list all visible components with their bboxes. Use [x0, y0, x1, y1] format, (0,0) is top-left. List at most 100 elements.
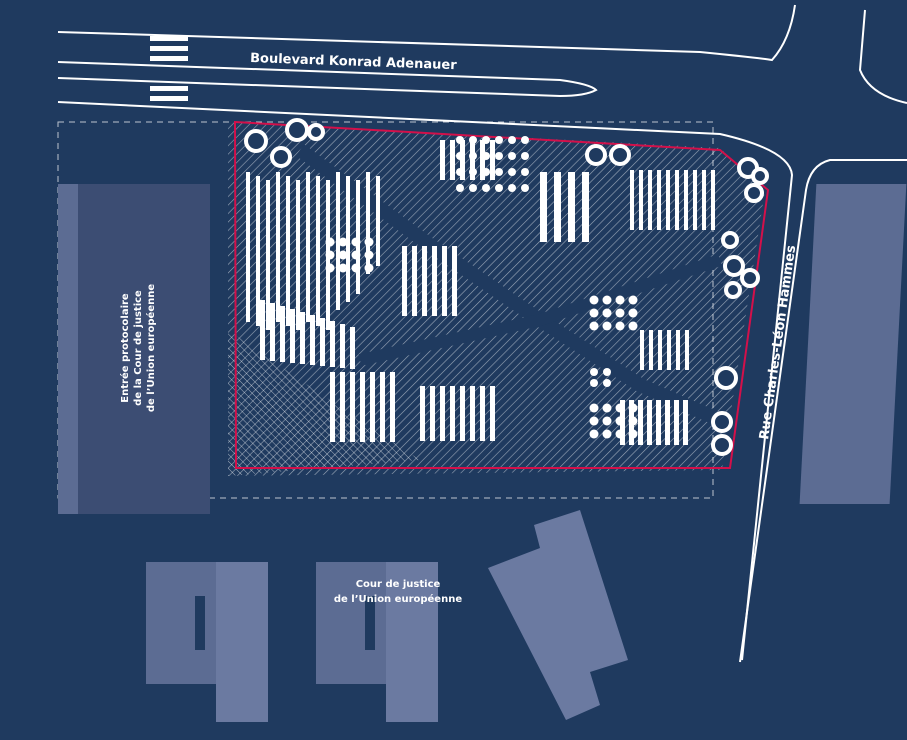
pattern-bar [647, 400, 652, 445]
pattern-dot [456, 184, 464, 192]
pattern-dot [521, 184, 529, 192]
pattern-dot [338, 263, 348, 273]
pattern-bar [450, 386, 455, 441]
building-right [799, 184, 907, 504]
pattern-dot [469, 152, 477, 160]
pattern-dot [589, 416, 599, 426]
pattern-bar [702, 170, 706, 230]
building-angled [488, 510, 628, 720]
tree-ring-icon [285, 118, 309, 142]
tree-ring-icon [585, 144, 607, 166]
pattern-bar [266, 180, 270, 330]
pattern-dot [602, 295, 612, 305]
pattern-bar [276, 172, 280, 322]
pattern-bar [300, 312, 305, 364]
cour-label-2: de l’Union européenne [334, 593, 462, 605]
pattern-bar [430, 386, 435, 441]
building-b2a [316, 562, 388, 684]
pattern-dot [602, 416, 612, 426]
pattern-dot [589, 321, 599, 331]
pattern-bar [422, 246, 427, 316]
pattern-bar [490, 386, 495, 441]
pattern-bar [711, 170, 715, 230]
pattern-dot [338, 250, 348, 260]
pattern-bar [540, 172, 547, 242]
pattern-dot [456, 168, 464, 176]
pattern-dot [364, 250, 374, 260]
svg-text:de la Cour de justice: de la Cour de justice [133, 290, 144, 406]
boulevard-label: Boulevard Konrad Adenauer [250, 51, 458, 73]
building-b2b [386, 562, 438, 722]
pattern-bar [490, 140, 495, 180]
pattern-bar [350, 372, 355, 442]
pattern-dot [456, 136, 464, 144]
buildings [58, 184, 907, 722]
pattern-dot [602, 429, 612, 439]
pattern-dot [615, 429, 625, 439]
building-b1c [195, 596, 205, 650]
pattern-bar [432, 246, 437, 316]
pattern-dot [628, 403, 638, 413]
pattern-bar [480, 140, 485, 180]
pattern-bar [684, 170, 688, 230]
pattern-bar [296, 180, 300, 330]
pattern-dot [589, 295, 599, 305]
tree-ring-icon [307, 123, 325, 141]
pattern-dot [615, 321, 625, 331]
pattern-bar [402, 246, 407, 316]
pattern-bar [470, 140, 475, 180]
pattern-dot [628, 416, 638, 426]
pattern-bar [316, 176, 320, 326]
pattern-dot [482, 184, 490, 192]
pattern-bar [657, 170, 661, 230]
pattern-bar [290, 309, 295, 363]
pattern-bar [440, 140, 445, 180]
pattern-dot [351, 237, 361, 247]
pattern-bar [412, 246, 417, 316]
pattern-bar [656, 400, 661, 445]
tree-ring-icon [609, 144, 631, 166]
pattern-dot [495, 136, 503, 144]
crosswalk-icon [150, 36, 188, 101]
rue-edge-right [858, 9, 907, 104]
pattern-bar [380, 372, 385, 442]
pattern-bar [286, 176, 290, 326]
pattern-dot [482, 168, 490, 176]
svg-text:Entrée protocolaire: Entrée protocolaire [119, 293, 131, 403]
pattern-bar [370, 372, 375, 442]
pattern-dot [615, 308, 625, 318]
pattern-dot [508, 136, 516, 144]
tree-ring-icon [723, 255, 745, 277]
pattern-bar [270, 303, 275, 361]
pattern-dot [589, 403, 599, 413]
pattern-dot [602, 403, 612, 413]
svg-text:de l’Union européenne: de l’Union européenne [145, 284, 157, 412]
tree-ring-icon [744, 183, 764, 203]
pattern-bar [685, 330, 689, 370]
rue-label: Rue Charles-Léon Hammes [757, 244, 799, 441]
pattern-bar [630, 170, 634, 230]
pattern-dot [615, 403, 625, 413]
pattern-bar [350, 327, 355, 369]
pattern-bar [666, 170, 670, 230]
pattern-dot [521, 152, 529, 160]
pattern-dot [351, 250, 361, 260]
pattern-bar [376, 176, 380, 266]
pattern-dot [495, 184, 503, 192]
pattern-bar [330, 321, 335, 367]
pattern-bar [330, 372, 335, 442]
pattern-dot [364, 263, 374, 273]
pattern-bar [340, 324, 345, 368]
pattern-bar [683, 400, 688, 445]
pattern-bar [693, 170, 697, 230]
boulevard-edge-top [57, 4, 796, 62]
tree-ring-icon [751, 167, 769, 185]
boulevard-inner-1 [57, 61, 598, 98]
pattern-dot [482, 136, 490, 144]
pattern-dot [615, 295, 625, 305]
pattern-dot [590, 368, 598, 376]
pattern-bar [306, 172, 310, 322]
pattern-dot [628, 321, 638, 331]
tree-ring-icon [714, 366, 738, 390]
